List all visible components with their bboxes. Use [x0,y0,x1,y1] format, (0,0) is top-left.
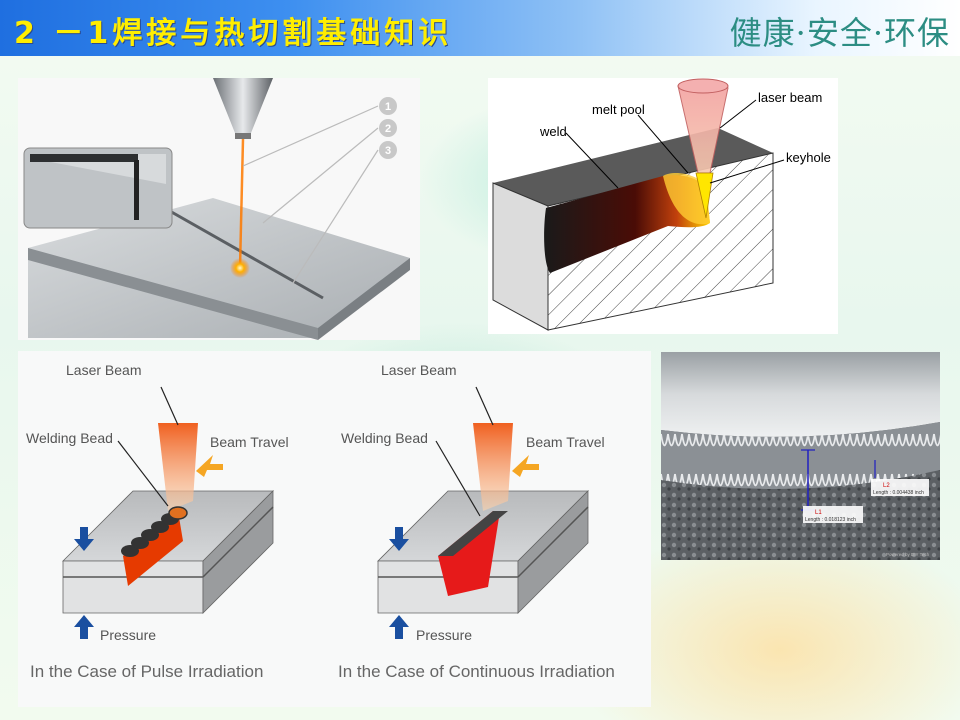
keyhole-diagram: weld melt pool laser beam keyhole [488,78,838,334]
laser-welding-illustration: 1 2 3 [18,78,420,340]
weld-micrograph: L2 Length : 0.004438 inch L1 Length : 0.… [661,352,940,560]
slide-title: 2 －1焊接与热切割基础知识 [14,16,453,51]
pulse-welding-bead-label: Welding Bead [26,430,113,446]
measurement-l2: L2 Length : 0.004438 inch [871,479,929,496]
slogan: 健康·安全·环保 [729,14,950,52]
callout-2: 2 [379,119,397,137]
callout-1: 1 [379,97,397,115]
svg-text:2: 2 [385,123,391,135]
label-melt-pool: melt pool [592,102,645,117]
pulse-diagram: Laser Beam Welding Bead Beam Travel Pres… [26,362,289,681]
pulse-pressure-label: Pressure [100,627,156,643]
pulse-beam-travel-label: Beam Travel [210,434,289,450]
continuous-beam-travel-label: Beam Travel [526,434,605,450]
header-bar: 2 －1焊接与热切割基础知识 健康·安全·环保 [0,0,960,56]
irradiation-comparison: Laser Beam Welding Bead Beam Travel Pres… [18,351,651,707]
svg-text:3: 3 [385,145,391,157]
pulse-laser-beam-label: Laser Beam [66,362,141,378]
continuous-caption: In the Case of Continuous Irradiation [338,662,615,681]
svg-text:L2: L2 [883,483,890,489]
label-laser-beam: laser beam [758,90,822,105]
measurement-l1: L1 Length : 0.018123 inch [803,506,863,523]
continuous-laser-beam-label: Laser Beam [381,362,456,378]
svg-text:Length : 0.018123 inch: Length : 0.018123 inch [805,517,856,523]
svg-text:L1: L1 [815,510,822,516]
continuous-pressure-label: Pressure [416,627,472,643]
svg-text:Length : 0.004438 inch: Length : 0.004438 inch [873,490,924,496]
label-keyhole: keyhole [786,150,831,165]
micrograph-footer: Powered by DIY Tech [886,552,930,557]
continuous-diagram: Laser Beam Welding Bead Beam Travel Pres… [338,362,615,681]
callout-3: 3 [379,141,397,159]
continuous-welding-bead-label: Welding Bead [341,430,428,446]
svg-text:1: 1 [385,101,391,113]
pulse-caption: In the Case of Pulse Irradiation [30,662,263,681]
label-weld: weld [539,124,567,139]
